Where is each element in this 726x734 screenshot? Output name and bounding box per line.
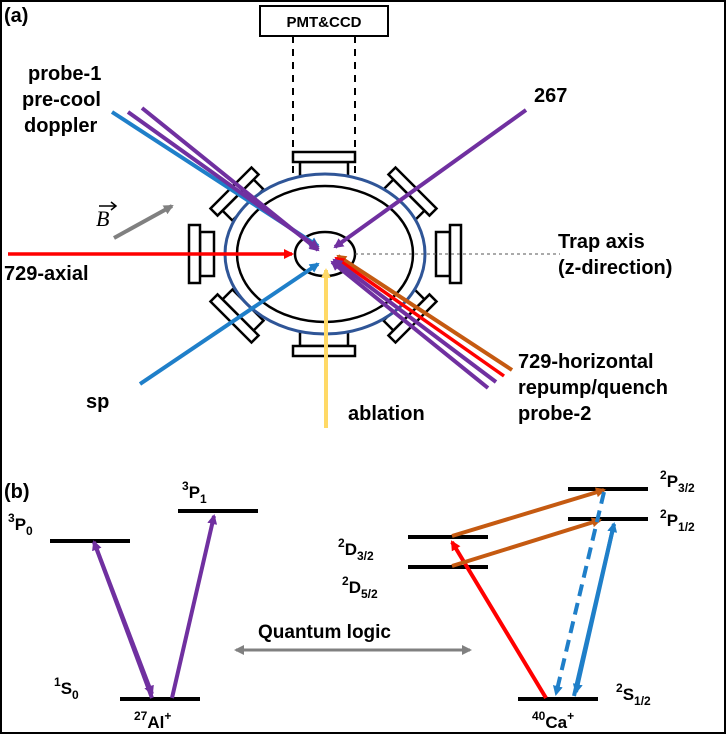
al-level-3p1: 3P1 [182, 479, 207, 506]
al-ion-label: 27Al+ [134, 709, 171, 732]
label-729-axial: 729-axial [4, 263, 89, 285]
panel-b-label: (b) [4, 481, 30, 503]
label-729-horizontal: 729-horizontal [518, 351, 654, 373]
panel-a-label: (a) [4, 5, 28, 27]
al-arrow-p1 [170, 514, 218, 699]
bfield-vector-head [110, 201, 118, 211]
label-precool: pre-cool [22, 89, 101, 111]
bfield-label: B [96, 206, 109, 231]
ca-level-2p32: 2P3/2 [660, 468, 695, 495]
al-arrow-p0-up [92, 541, 154, 696]
ca-levels [408, 487, 648, 701]
label-doppler: doppler [24, 115, 98, 137]
detector-label: PMT&CCD [287, 14, 362, 31]
al-level-3p0: 3P0 [8, 511, 33, 538]
label-z-direction: (z-direction) [558, 257, 672, 279]
label-267: 267 [534, 85, 567, 107]
al-level-1s0: 1S0 [54, 675, 79, 702]
detector-box [259, 5, 389, 37]
ca-arrow-729 [450, 540, 548, 700]
ca-level-2p12: 2P1/2 [660, 507, 695, 534]
ca-arrow-866 [451, 487, 606, 538]
label-trap-axis: Trap axis [558, 231, 645, 253]
label-repump: repump/quench [518, 377, 668, 399]
label-probe2: probe-2 [518, 403, 591, 425]
label-sp: sp [86, 391, 109, 413]
label-probe1: probe-1 [28, 63, 101, 85]
ca-arrow-dashed [552, 491, 606, 696]
bfield-arrow [113, 204, 174, 240]
quantum-logic-label: Quantum logic [258, 622, 391, 643]
al-levels [50, 509, 258, 701]
ca-arrow-397-down [572, 523, 616, 694]
ca-ion-label: 40Ca+ [532, 709, 574, 732]
ca-level-2d52: 2D5/2 [342, 574, 378, 601]
ca-arrow-854 [451, 517, 602, 568]
ca-level-2d32: 2D3/2 [338, 536, 374, 563]
ca-level-2s12: 2S1/2 [616, 681, 651, 708]
laser-beams [8, 106, 528, 428]
label-ablation: ablation [348, 403, 425, 425]
